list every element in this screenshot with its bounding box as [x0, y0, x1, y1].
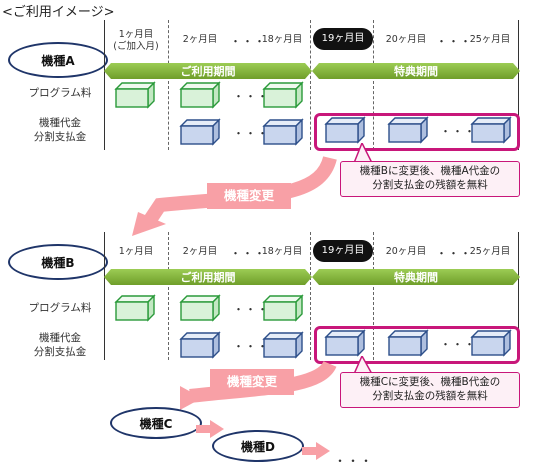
- usage-period-label: ご利用期間: [180, 65, 236, 78]
- divider: [168, 232, 169, 360]
- program-fee-cube: [262, 81, 304, 109]
- usage-period-label: ご利用期間: [180, 271, 236, 284]
- model-c-label: 機種C: [139, 416, 173, 431]
- device-installment-cube: [470, 329, 512, 357]
- program-fee-cube: [262, 294, 304, 322]
- usage-period-bar: ご利用期間: [104, 63, 312, 79]
- benefit-period-label: 特典期間: [394, 65, 438, 78]
- row-ellipsis: ・・・: [233, 90, 269, 103]
- waiver-note: 機種Cに変更後、機種B代金の 分割支払金の残額を無料: [340, 372, 520, 408]
- program-fee-cube: [179, 294, 221, 322]
- row-label-program: プログラム料: [28, 87, 92, 99]
- device-installment-cube: [470, 116, 512, 144]
- column-ellipsis: ・・・: [436, 35, 472, 48]
- column-month-19-highlight: 19ヶ月目: [313, 240, 373, 262]
- column-ellipsis: ・・・: [436, 247, 472, 260]
- program-fee-cube: [179, 81, 221, 109]
- waived-installments-highlight: [314, 326, 520, 364]
- device-installment-cube: [387, 329, 429, 357]
- next-change-arrow: [302, 442, 330, 460]
- row-ellipsis: ・・・: [233, 303, 269, 316]
- device-installment-cube: [262, 331, 304, 359]
- benefit-period-bar: 特典期間: [312, 269, 520, 285]
- program-fee-cube: [114, 294, 156, 322]
- model-d-oval: 機種D: [212, 430, 304, 462]
- device-installment-cube: [324, 329, 366, 357]
- row-ellipsis: ・・・: [233, 340, 269, 353]
- column-ellipsis: ・・・: [230, 35, 266, 48]
- divider: [310, 20, 311, 150]
- waiver-note: 機種Bに変更後、機種A代金の 分割支払金の残額を無料: [340, 161, 520, 197]
- callout-pointer: [353, 356, 373, 374]
- column-month-2: 2ヶ月目: [182, 246, 218, 257]
- benefit-period-label: 特典期間: [394, 271, 438, 284]
- next-change-arrow: [196, 420, 224, 438]
- divider: [373, 232, 374, 360]
- column-month-18: 18ヶ月目: [261, 34, 303, 45]
- divider: [310, 232, 311, 360]
- model-a-label: 機種A: [41, 53, 75, 68]
- device-installment-cube: [262, 118, 304, 146]
- usage-period-bar: ご利用期間: [104, 269, 312, 285]
- row-ellipsis: ・・・: [440, 338, 476, 351]
- device-installment-cube: [324, 116, 366, 144]
- column-month-25: 25ヶ月目: [469, 246, 511, 257]
- program-fee-cube: [114, 81, 156, 109]
- divider: [104, 232, 105, 360]
- model-c-oval: 機種C: [110, 407, 202, 439]
- column-month-1: 1ヶ月目 (ご加入月): [113, 29, 159, 52]
- divider: [518, 20, 519, 150]
- model-change-label: 機種変更: [207, 183, 291, 209]
- continuation-ellipsis: ・・・: [334, 454, 374, 468]
- row-label-program: プログラム料: [28, 302, 92, 314]
- page-heading: <ご利用イメージ>: [2, 5, 115, 20]
- column-month-20: 20ヶ月目: [385, 246, 427, 257]
- column-month-19-highlight: 19ヶ月目: [313, 28, 373, 50]
- row-ellipsis: ・・・: [440, 125, 476, 138]
- column-month-1: 1ヶ月目: [118, 246, 154, 257]
- row-label-device: 機種代金 分割支払金: [33, 332, 87, 358]
- row-ellipsis: ・・・: [233, 127, 269, 140]
- column-ellipsis: ・・・: [230, 247, 266, 260]
- divider: [373, 20, 374, 150]
- device-installment-cube: [179, 331, 221, 359]
- column-month-18: 18ヶ月目: [261, 246, 303, 257]
- callout-pointer: [353, 143, 373, 163]
- model-b-label: 機種B: [41, 255, 75, 270]
- model-b-oval: 機種B: [8, 244, 108, 280]
- device-installment-cube: [179, 118, 221, 146]
- column-month-25: 25ヶ月目: [469, 34, 511, 45]
- model-a-oval: 機種A: [8, 42, 108, 78]
- model-d-label: 機種D: [241, 439, 275, 454]
- row-label-device: 機種代金 分割支払金: [33, 117, 87, 143]
- column-month-20: 20ヶ月目: [385, 34, 427, 45]
- divider: [518, 232, 519, 360]
- device-installment-cube: [387, 116, 429, 144]
- divider: [168, 20, 169, 150]
- column-month-2: 2ヶ月目: [182, 34, 218, 45]
- waived-installments-highlight: [314, 113, 520, 151]
- divider: [104, 20, 105, 150]
- benefit-period-bar: 特典期間: [312, 63, 520, 79]
- model-change-label: 機種変更: [210, 369, 294, 395]
